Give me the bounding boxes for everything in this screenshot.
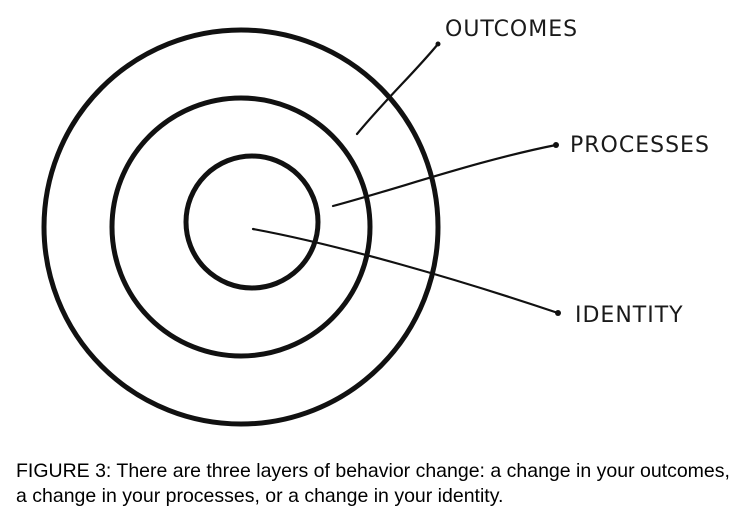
identity-ring bbox=[183, 153, 321, 291]
identity-leader-dot bbox=[555, 310, 561, 316]
outcomes-leader-dot bbox=[435, 41, 441, 47]
identity-leader-line bbox=[251, 227, 560, 315]
processes-ring bbox=[109, 95, 373, 359]
processes-label: PROCESSES bbox=[570, 133, 710, 158]
figure-caption: FIGURE 3: There are three layers of beha… bbox=[16, 460, 730, 507]
outcomes-label: OUTCOMES bbox=[445, 17, 578, 42]
concentric-layers-diagram: OUTCOMES PROCESSES IDENTITY bbox=[41, 17, 710, 427]
identity-label: IDENTITY bbox=[575, 303, 684, 328]
outcomes-leader-line bbox=[355, 42, 440, 136]
processes-leader-line bbox=[331, 143, 558, 208]
processes-leader-dot bbox=[553, 142, 559, 148]
outcomes-ring bbox=[41, 27, 441, 427]
